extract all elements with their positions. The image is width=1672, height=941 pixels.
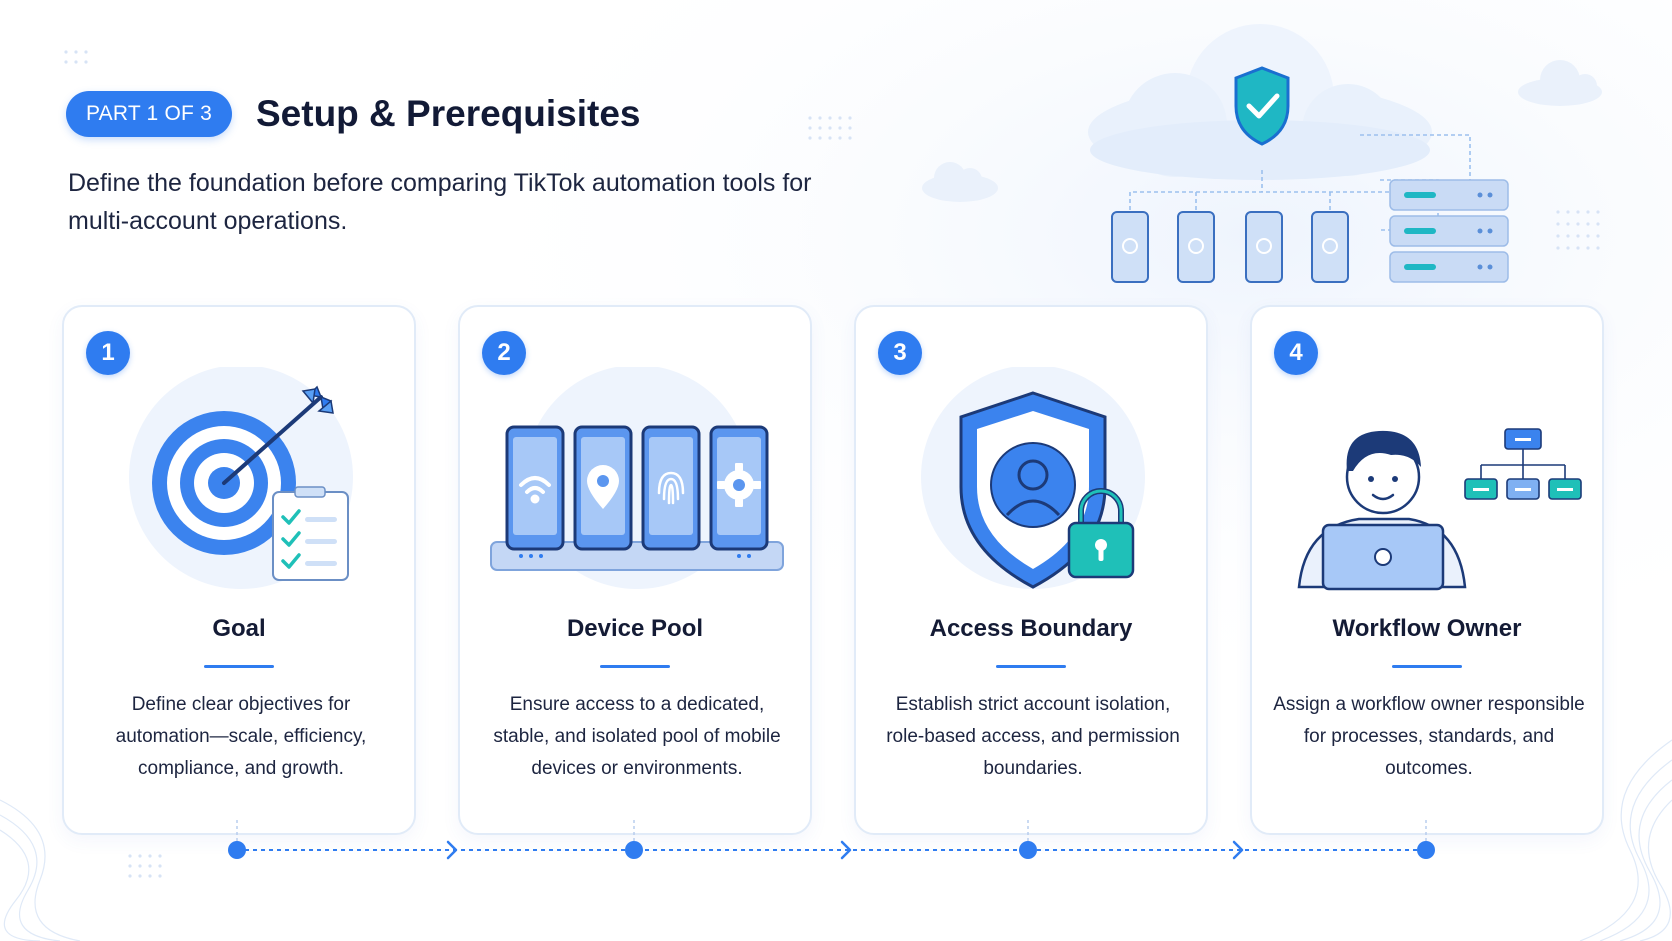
timeline-node: [1019, 841, 1037, 859]
card-title: Workflow Owner: [1332, 615, 1522, 642]
step-number: 2: [482, 331, 526, 375]
card-title: Goal: [212, 615, 266, 642]
card-device-pool: 2: [458, 305, 812, 835]
arrow-right-icon: [446, 840, 458, 860]
shield-check-icon: [1234, 66, 1290, 146]
timeline-node: [625, 841, 643, 859]
padlock-icon: [1067, 488, 1135, 579]
step-timeline: [228, 820, 1435, 860]
step-number: 4: [1274, 331, 1318, 375]
checklist-icon: [272, 486, 349, 581]
laptop-icon: [1321, 523, 1445, 591]
card-description: Define clear objectives for automation—s…: [115, 694, 367, 779]
part-badge: PART 1 OF 3: [66, 91, 232, 137]
card-description: Assign a workflow owner responsible for …: [1273, 694, 1585, 779]
card-description: Establish strict account isolation, role…: [886, 694, 1180, 779]
step-number: 3: [878, 331, 922, 375]
target-icon: [129, 367, 353, 589]
step-number: 1: [86, 331, 130, 375]
timeline-node: [1417, 841, 1435, 859]
phone-row-icon: [1111, 211, 1349, 283]
server-rack-icon: [1389, 179, 1509, 283]
shield-lock-icon: [921, 367, 1145, 589]
card-workflow-owner: 4: [1250, 305, 1604, 835]
page-subtitle: Define the foundation before comparing T…: [68, 169, 812, 235]
card-title: Device Pool: [566, 615, 704, 642]
arrow-right-icon: [1232, 840, 1244, 860]
wifi-icon: [519, 476, 551, 504]
phones-icon: [490, 367, 784, 589]
card-access-boundary: 3 Access Boundary Establish strict accou…: [854, 305, 1208, 835]
gear-icon: [717, 463, 761, 507]
title-underline: [996, 665, 1066, 668]
cloud-network-illustration: [1088, 24, 1509, 283]
card-description: Ensure access to a dedicated, stable, an…: [493, 694, 781, 779]
location-pin-icon: [587, 465, 619, 509]
user-avatar-icon: [990, 442, 1076, 528]
timeline-node: [228, 841, 246, 859]
owner-icon: [1297, 428, 1582, 591]
card-goal: 1 Goal Define clear objectives for autom…: [62, 305, 416, 835]
arrow-right-icon: [840, 840, 852, 860]
page-title: Setup & Prerequisites: [256, 93, 641, 134]
org-chart-icon: [1464, 428, 1582, 500]
fingerprint-icon: [657, 471, 685, 505]
card-title: Access Boundary: [929, 615, 1133, 642]
title-underline: [1392, 665, 1462, 668]
title-underline: [600, 665, 670, 668]
title-underline: [204, 665, 274, 668]
